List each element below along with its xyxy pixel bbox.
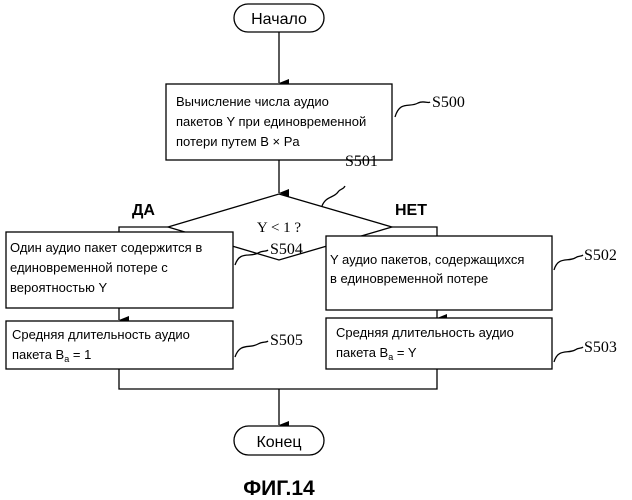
- figure-caption: ФИГ.14: [243, 477, 315, 500]
- leader-s501: [322, 186, 345, 206]
- svg-text:Вычисление числа аудио: Вычисление числа аудио: [176, 94, 329, 109]
- svg-text:Начало: Начало: [251, 11, 307, 28]
- svg-text:вероятностью Y: вероятностью Y: [10, 280, 107, 295]
- svg-text:Средняя длительность аудио: Средняя длительность аудио: [336, 325, 514, 340]
- step-s505-box: Средняя длительность аудио пакета Ba = 1: [6, 321, 233, 369]
- step-label-s500: S500: [432, 94, 465, 111]
- svg-text:потери путем B × Pa: потери путем B × Pa: [176, 134, 300, 149]
- svg-text:Конец: Конец: [256, 434, 301, 451]
- step-s502-box: Y аудио пакетов, содержащихся в единовре…: [326, 236, 552, 310]
- merge-line: [119, 369, 437, 389]
- step-label-s501: S501: [345, 153, 378, 170]
- step-label-s502: S502: [584, 247, 617, 264]
- svg-text:пакета Ba = Y: пакета Ba = Y: [336, 345, 417, 362]
- svg-text:пакета Ba = 1: пакета Ba = 1: [12, 347, 91, 364]
- step-label-s505: S505: [270, 332, 303, 349]
- step-s500-box: Вычисление числа аудио пакетов Y при еди…: [166, 84, 392, 160]
- step-s503-box: Средняя длительность аудио пакета Ba = Y: [326, 318, 552, 369]
- svg-text:Y аудио пакетов, содержащихся: Y аудио пакетов, содержащихся: [330, 252, 524, 267]
- svg-text:Y < 1 ?: Y < 1 ?: [257, 220, 301, 236]
- svg-text:Один аудио пакет содержится в: Один аудио пакет содержится в: [10, 240, 202, 255]
- no-label: НЕТ: [395, 202, 427, 219]
- start-terminal: Начало: [234, 4, 324, 32]
- leader-s502: [554, 255, 583, 270]
- svg-text:пакетов Y при единовременной: пакетов Y при единовременной: [176, 114, 366, 129]
- step-label-s503: S503: [584, 339, 617, 356]
- svg-text:единовременной потере с: единовременной потере с: [10, 260, 168, 275]
- step-s504-box: Один аудио пакет содержится в единовреме…: [6, 232, 233, 308]
- leader-s505: [235, 341, 268, 357]
- leader-s503: [554, 347, 583, 362]
- end-terminal: Конец: [234, 426, 324, 455]
- leader-s500: [395, 102, 430, 117]
- step-label-s504: S504: [270, 241, 303, 258]
- svg-text:Средняя длительность аудио: Средняя длительность аудио: [12, 327, 190, 342]
- svg-text:в единовременной потере: в единовременной потере: [330, 271, 488, 286]
- yes-label: ДА: [132, 202, 155, 219]
